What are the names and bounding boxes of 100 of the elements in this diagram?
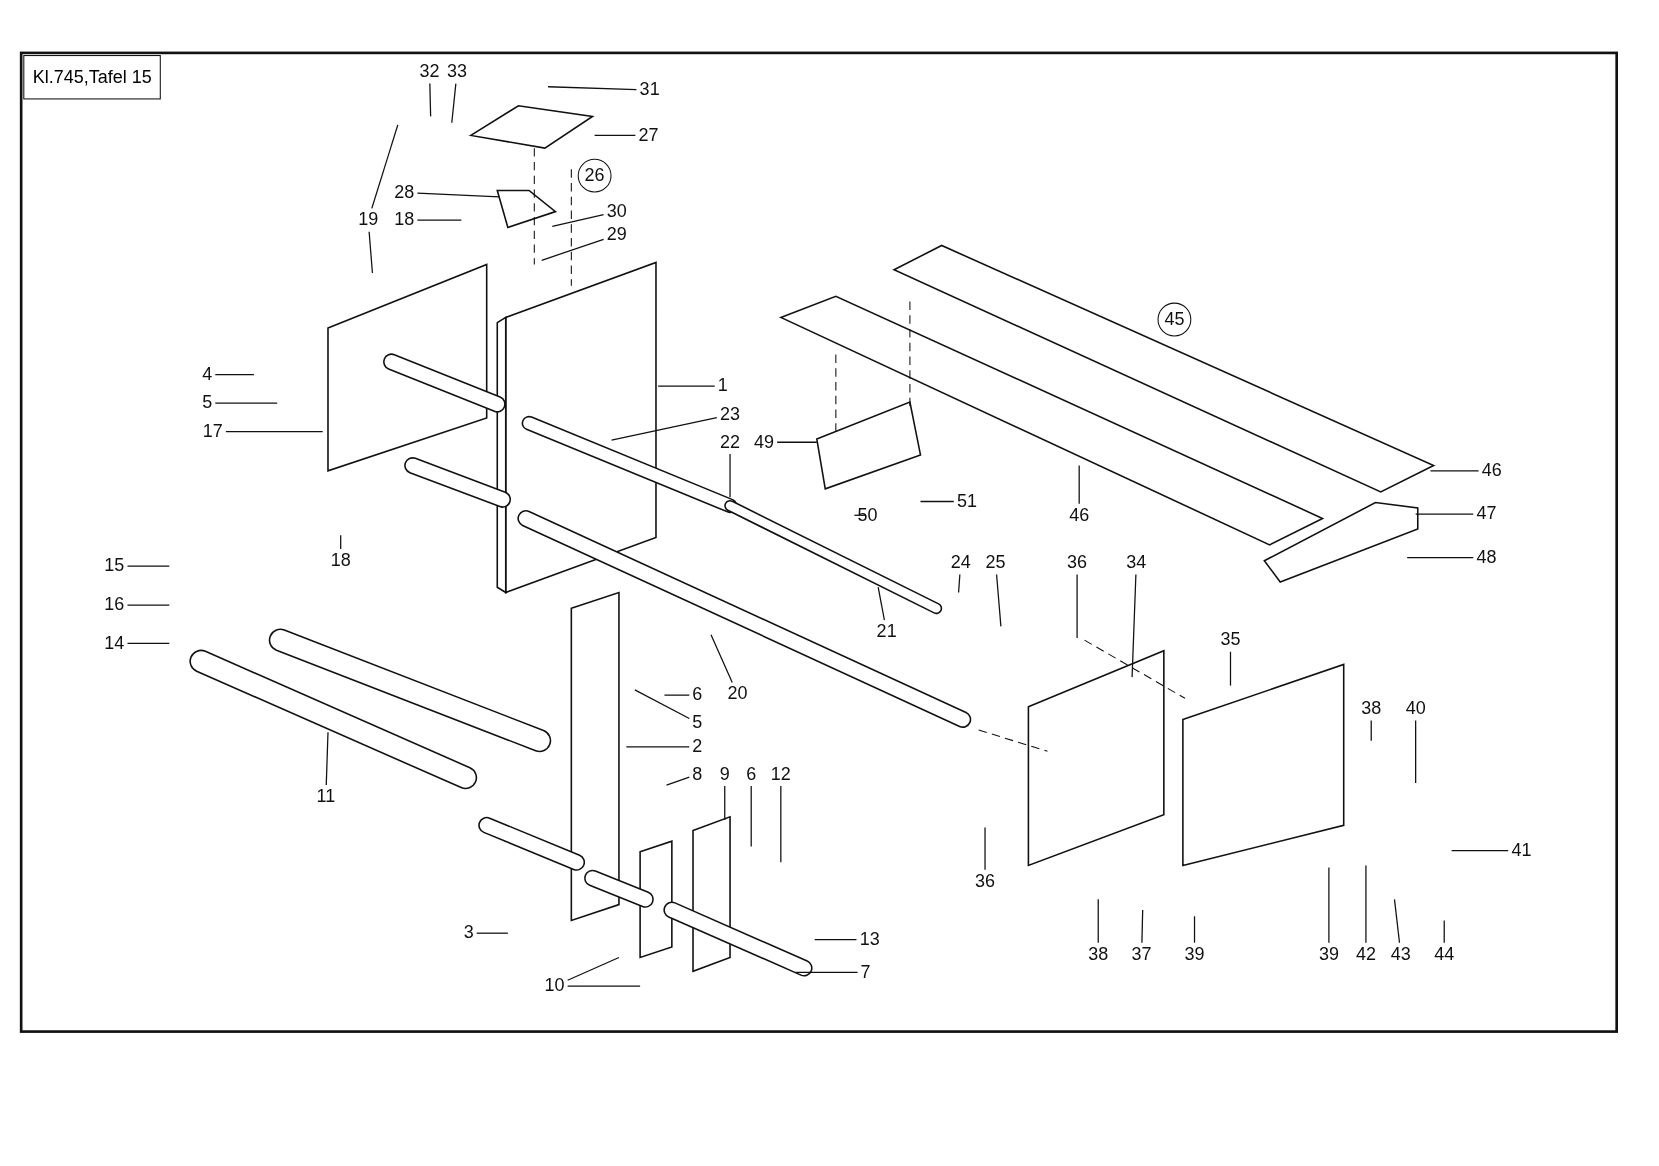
leader-line (126, 604, 170, 606)
callout-number: 51 (957, 492, 978, 512)
callout-number: 42 (1355, 944, 1376, 964)
leader-line (776, 441, 818, 443)
callout-number: 10 (544, 976, 565, 996)
callout-number: 18 (330, 551, 351, 571)
leader-line (877, 586, 886, 621)
callout-number: 49 (753, 432, 774, 452)
leader-line (663, 694, 690, 696)
callout-number: 27 (638, 125, 659, 145)
leader-line (1078, 464, 1080, 505)
callout-number: 7 (860, 962, 871, 982)
leader-line (1393, 898, 1401, 944)
callout-number: 16 (104, 595, 125, 615)
callout-number: 28 (394, 183, 415, 203)
callout-number: 47 (1476, 504, 1497, 524)
leader-line (594, 134, 636, 137)
callout-number: 36 (1067, 553, 1088, 573)
callout-number: 15 (104, 556, 125, 576)
callout-number: 36 (975, 871, 996, 891)
callout-number: 35 (1220, 630, 1241, 650)
leader-line (1443, 919, 1445, 944)
leader-line (416, 192, 501, 198)
leader-line (1076, 573, 1078, 639)
leader-line (214, 373, 255, 376)
leader-line (1406, 556, 1474, 559)
leader-line (547, 86, 638, 91)
callout-number: 31 (639, 80, 660, 100)
callout-number: 17 (202, 422, 223, 442)
leader-line (126, 565, 170, 567)
callout-number: 22 (720, 432, 741, 452)
leader-line (957, 573, 961, 594)
callout-number: 13 (859, 930, 880, 950)
leader-line (325, 731, 329, 786)
callout-number: 46 (1481, 461, 1502, 481)
callout-number: 1 (717, 376, 728, 396)
leader-line (710, 634, 733, 684)
callout-number: 9 (719, 764, 730, 784)
leader-line (1131, 573, 1137, 678)
callout-number: 41 (1511, 841, 1532, 861)
callout-number: 8 (692, 764, 703, 784)
callout-number: 2 (692, 737, 703, 757)
callout-number: 32 (419, 62, 440, 82)
leader-line (1193, 915, 1196, 944)
leader-line (214, 402, 278, 404)
callout-number: 5 (202, 393, 213, 413)
leader-line (551, 214, 605, 228)
leader-line (919, 500, 955, 503)
callout-number: 18 (394, 210, 415, 230)
leader-line (451, 82, 457, 124)
callout-number: 24 (950, 553, 971, 573)
leader-line (610, 416, 718, 441)
sheet-title: Kl.745,Tafel 15 (23, 55, 162, 100)
leader-line (1097, 898, 1099, 944)
leader-line (995, 573, 1002, 627)
callout-number: 44 (1434, 944, 1455, 964)
leader-line (541, 238, 605, 261)
callout-number: 48 (1476, 548, 1497, 568)
callout-number: 19 (358, 210, 379, 230)
leader-line (1141, 909, 1144, 944)
leader-line (853, 514, 867, 516)
callout-number: 21 (876, 622, 897, 642)
callout-number: 3 (463, 923, 474, 943)
leader-line (126, 642, 170, 644)
callout-number: 6 (746, 764, 757, 784)
leader-line (724, 785, 726, 821)
callout-number: 12 (770, 764, 791, 784)
leader-line (429, 82, 432, 117)
leader-line (657, 385, 716, 387)
leader-line (665, 776, 690, 786)
callout-number: 6 (692, 685, 703, 705)
leader-line (368, 231, 374, 274)
leader-line (567, 985, 641, 987)
callout-number: 5 (692, 713, 703, 733)
leader-line (567, 956, 620, 981)
leader-line (1415, 513, 1474, 515)
leader-line (371, 124, 399, 210)
callout-number: 30 (606, 202, 627, 222)
callout-number: 33 (447, 62, 468, 82)
leader-line (1229, 651, 1232, 687)
leader-line (984, 826, 986, 871)
callout-number: 38 (1361, 699, 1382, 719)
callout-number: 11 (316, 787, 336, 807)
leader-line (1429, 470, 1480, 472)
callout-number: 34 (1126, 553, 1147, 573)
leader-line (729, 453, 731, 498)
leader-line (1370, 719, 1372, 742)
leader-line (340, 534, 342, 550)
callout-number: 40 (1405, 699, 1426, 719)
callout-number: 50 (857, 505, 878, 525)
callout-number: 39 (1318, 944, 1339, 964)
leader-line (1365, 864, 1367, 944)
callout-number: 37 (1131, 944, 1152, 964)
leader-line (814, 938, 858, 941)
leader-line (476, 932, 509, 934)
callout-number: 25 (985, 553, 1006, 573)
callout-number: 23 (720, 405, 741, 425)
leader-line (1415, 719, 1417, 784)
leader-line (795, 971, 859, 973)
leader-line (416, 219, 462, 221)
